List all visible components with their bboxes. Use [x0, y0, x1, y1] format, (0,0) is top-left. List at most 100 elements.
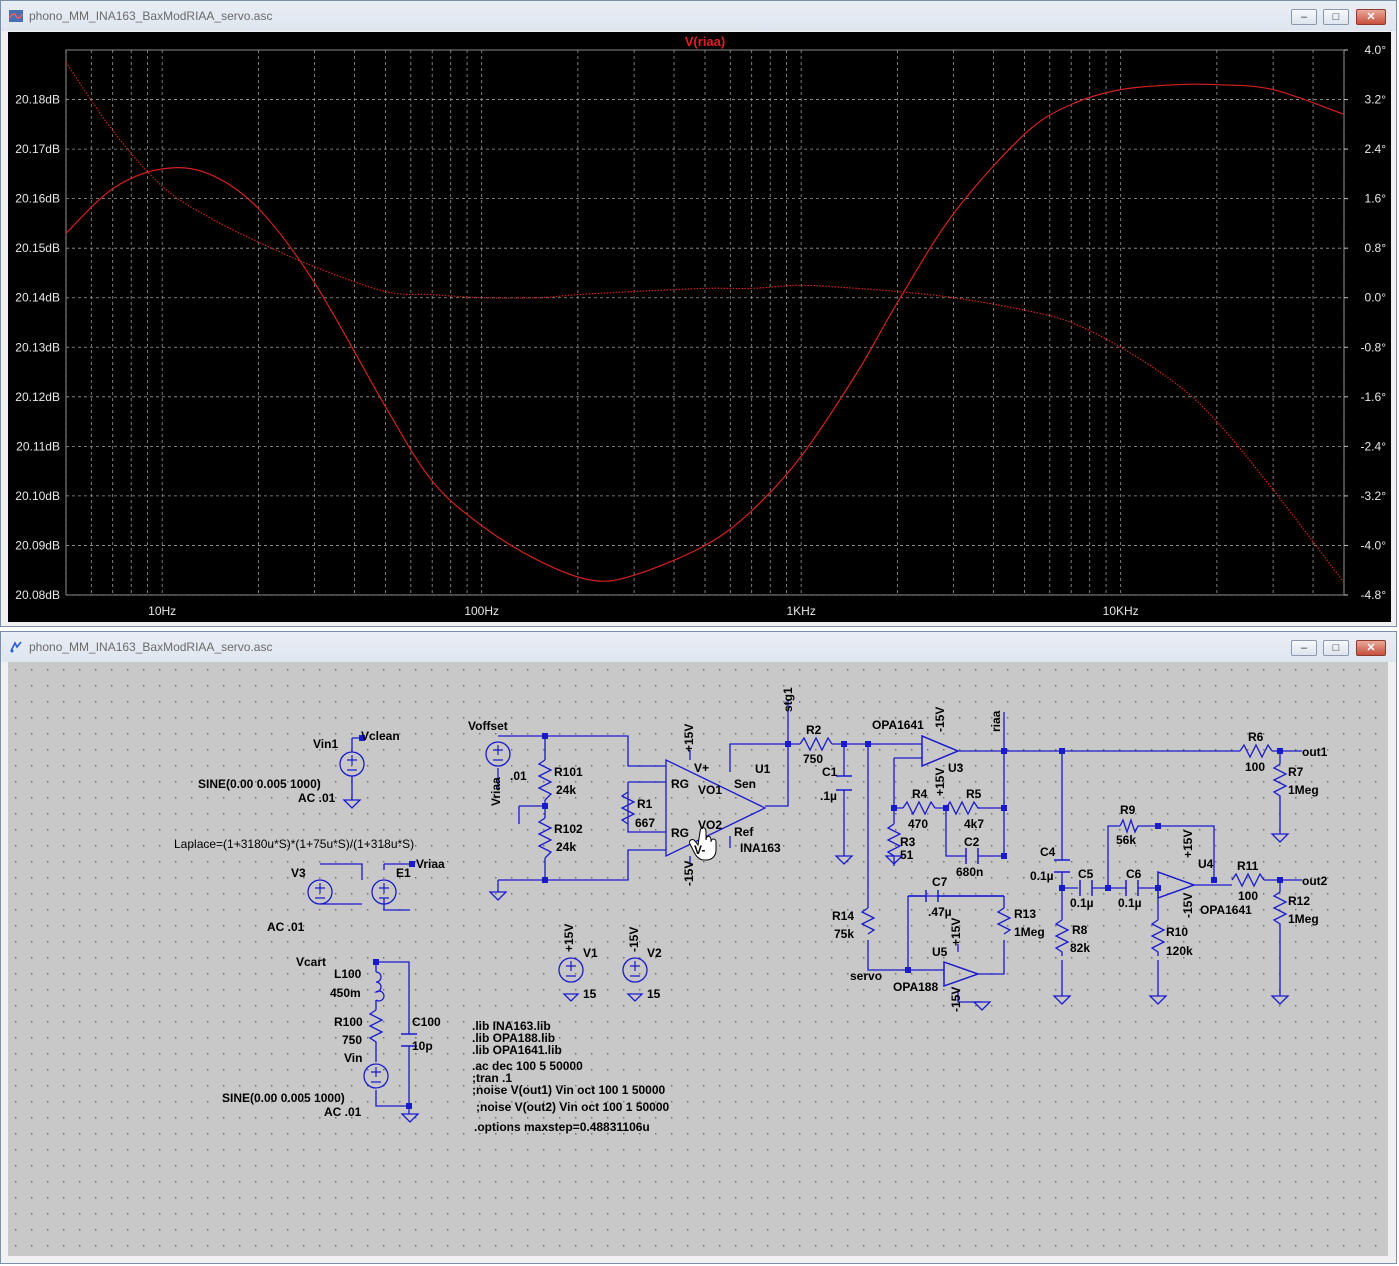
close-button[interactable]: ✕: [1356, 640, 1386, 656]
label-r6-val: 100: [1245, 760, 1265, 774]
label-opa1641-u4: OPA1641: [1200, 903, 1252, 917]
label-vclean: Vclean: [361, 729, 400, 743]
label-r5-val: 4k7: [964, 817, 984, 831]
label-vin-ac: AC .01: [324, 1105, 362, 1119]
label-stg1: stg1: [781, 687, 795, 712]
label-r1-val: 667: [635, 816, 655, 830]
label-r2: R2: [806, 723, 822, 737]
y-tick-label: 20.09dB: [15, 538, 60, 552]
label-c100-val: 10p: [412, 1039, 433, 1053]
x-tick-label: 100Hz: [464, 604, 499, 618]
plot-window-titlebar[interactable]: phono_MM_INA163_BaxModRIAA_servo.asc – □…: [1, 1, 1396, 31]
label-r100: R100: [334, 1015, 363, 1029]
label-r1: R1: [637, 797, 653, 811]
label-v2-rail: -15V: [627, 927, 641, 952]
label-out1: out1: [1302, 745, 1328, 759]
label-m15-u4: -15V: [1181, 893, 1195, 918]
label-c2-val: 680n: [956, 865, 983, 879]
label-r101: R101: [554, 765, 583, 779]
label-c6: C6: [1126, 867, 1142, 881]
inductor-l100[interactable]: [374, 971, 385, 1002]
label-u1: U1: [755, 762, 771, 776]
voltage-sources[interactable]: [307, 741, 648, 1089]
label-m15-u5: -15V: [949, 987, 963, 1012]
y2-tick-label: 3.2°: [1365, 93, 1387, 107]
label-vminus: V-: [694, 843, 705, 857]
bode-chart[interactable]: 20.18dB20.17dB20.16dB20.15dB20.14dB20.13…: [8, 32, 1391, 622]
label-vo2: VO2: [698, 818, 722, 832]
junction-dots: [359, 733, 1283, 1109]
label-vo1: VO1: [698, 783, 722, 797]
y2-tick-label: 0.0°: [1365, 291, 1387, 305]
minimize-button[interactable]: –: [1291, 9, 1317, 25]
trace-label-vriaa[interactable]: V(riaa): [685, 34, 725, 49]
label-r13-val: 1Meg: [1014, 925, 1045, 939]
close-icon: ✕: [1366, 642, 1376, 654]
label-m15-u3: -15V: [933, 707, 947, 732]
y-tick-label: 20.12dB: [15, 390, 60, 404]
maximize-button[interactable]: □: [1323, 9, 1349, 25]
label-v3: V3: [291, 866, 306, 880]
directive-line: .ac dec 100 5 50000: [472, 1059, 583, 1073]
label-sen: Sen: [734, 777, 756, 791]
y-tick-label: 20.11dB: [16, 439, 60, 453]
label-vin1-sine: SINE(0.00 0.005 1000): [198, 777, 321, 791]
y2-tick-label: -4.0°: [1361, 538, 1387, 552]
source-signs: [315, 745, 640, 1083]
label-voffset: Voffset: [468, 719, 508, 733]
resistors[interactable]: [368, 736, 1288, 1048]
label-out2: out2: [1302, 874, 1328, 888]
y-axis-left: 20.18dB20.17dB20.16dB20.15dB20.14dB20.13…: [15, 93, 60, 602]
schematic-drawing[interactable]: Vin1 Vclean SINE(0.00 0.005 1000) AC .01…: [8, 662, 1388, 1256]
y2-tick-label: -0.8°: [1361, 340, 1387, 354]
directive-line: ;tran .1: [472, 1071, 512, 1085]
label-p15-u4: +15V: [1181, 830, 1195, 858]
label-r7-val: 1Meg: [1288, 783, 1319, 797]
x-tick-label: 1KHz: [787, 604, 816, 618]
y-tick-label: 20.10dB: [15, 489, 60, 503]
spice-directives[interactable]: .lib INA163.lib .lib OPA188.lib .lib OPA…: [472, 1019, 670, 1134]
series-magnitude: [65, 83, 1345, 582]
label-m15-u1: -15V: [682, 861, 696, 886]
plot-window-title: phono_MM_INA163_BaxModRIAA_servo.asc: [29, 9, 273, 23]
ground-symbols: [342, 799, 1290, 1123]
label-r11: R11: [1237, 859, 1259, 873]
series-group: [65, 62, 1345, 583]
label-rg2: RG: [671, 826, 689, 840]
label-u4: U4: [1198, 857, 1214, 871]
y-tick-label: 20.13dB: [15, 340, 60, 354]
label-r12-val: 1Meg: [1288, 912, 1319, 926]
label-vcart: Vcart: [296, 955, 326, 969]
label-riaa: riaa: [989, 710, 1003, 732]
y2-tick-label: -1.6°: [1361, 390, 1387, 404]
label-voffset-val: .01: [510, 769, 527, 783]
schematic-icon: [10, 641, 22, 653]
label-opa1641-u3: OPA1641: [872, 718, 924, 732]
maximize-button[interactable]: □: [1323, 640, 1349, 656]
label-r101-val: 24k: [556, 783, 576, 797]
label-c2: C2: [964, 835, 980, 849]
directive-line: ;noise V(out1) Vin oct 100 1 50000: [472, 1083, 666, 1097]
schematic-canvas[interactable]: Vin1 Vclean SINE(0.00 0.005 1000) AC .01…: [8, 662, 1388, 1256]
capacitors[interactable]: [401, 775, 1139, 1047]
label-r14: R14: [832, 909, 854, 923]
label-vriaa-net: Vriaa: [416, 857, 445, 871]
close-button[interactable]: ✕: [1356, 9, 1386, 25]
label-r102-val: 24k: [556, 840, 576, 854]
label-r8-val: 82k: [1070, 941, 1090, 955]
label-laplace: Laplace=(1+3180u*S)*(1+75u*S)/(1+318u*S): [174, 837, 414, 851]
label-p15-u5: +15V: [949, 918, 963, 946]
schematic-window-titlebar[interactable]: phono_MM_INA163_BaxModRIAA_servo.asc – □…: [1, 632, 1396, 662]
label-v3-ac: AC .01: [267, 920, 305, 934]
label-c7-val: .47µ: [928, 905, 952, 919]
plot-window: phono_MM_INA163_BaxModRIAA_servo.asc – □…: [0, 0, 1397, 627]
label-opa188: OPA188: [893, 980, 938, 994]
label-v2-val: 15: [647, 987, 661, 1001]
label-r6: R6: [1248, 730, 1264, 744]
y-tick-label: 20.15dB: [15, 241, 60, 255]
directive-line: .lib OPA188.lib: [472, 1031, 555, 1045]
label-vin1-ac: AC .01: [298, 791, 336, 805]
minimize-button[interactable]: –: [1291, 640, 1317, 656]
